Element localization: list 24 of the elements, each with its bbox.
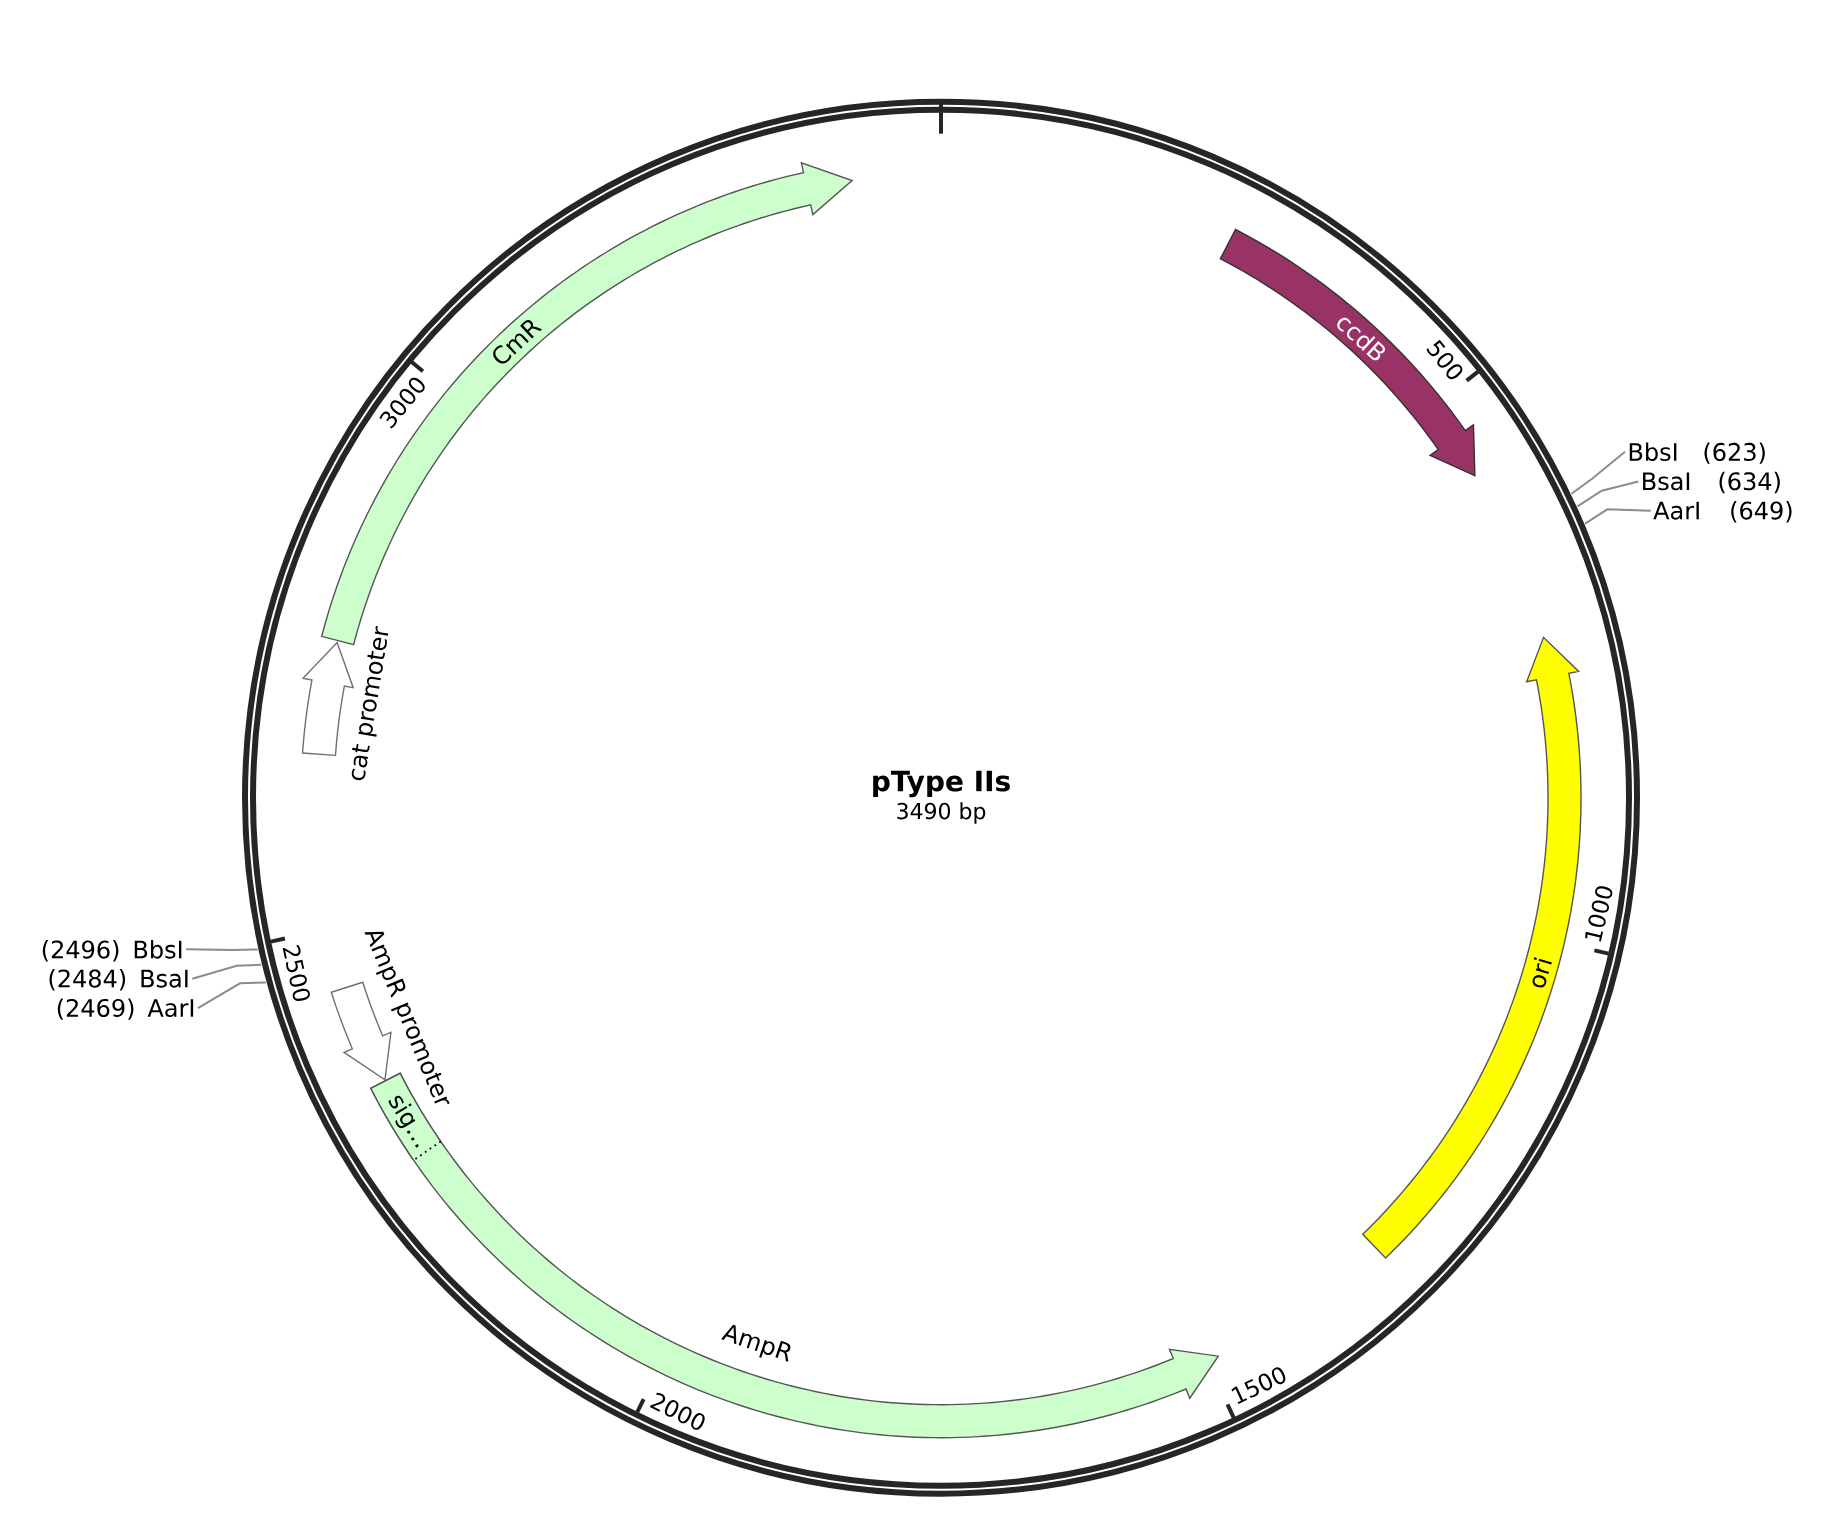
site-position: (2469) <box>57 998 134 1020</box>
site-position: (2496) <box>42 940 119 962</box>
feature-label: AmpR <box>721 1324 791 1362</box>
leader-line <box>1584 508 1652 525</box>
tick-label: 2500 <box>282 945 310 1001</box>
tick-label: 1500 <box>1231 1367 1286 1404</box>
leader-line <box>1570 450 1626 495</box>
site-position: (634) <box>1719 471 1780 494</box>
enzyme-name: BbsI <box>134 940 182 959</box>
enzyme-name: BsaI <box>1643 472 1690 491</box>
site-position: (623) <box>1704 442 1765 464</box>
enzyme-name: BsaI <box>141 969 188 988</box>
site-position: (649) <box>1731 501 1792 523</box>
enzyme-name: AarI <box>1653 501 1699 520</box>
site-position: (2484) <box>49 969 126 991</box>
enzyme-name: AarI <box>147 999 194 1018</box>
enzyme-name: BbsI <box>1629 442 1677 462</box>
sequence-length: 3490 bp <box>897 802 986 824</box>
leader-line <box>185 948 259 951</box>
tick-label: 2000 <box>649 1392 705 1430</box>
leader-line <box>1576 480 1640 508</box>
plasmid-name: pType IIs <box>873 770 1010 798</box>
leader-line <box>191 963 263 980</box>
leader-line <box>196 981 267 1010</box>
